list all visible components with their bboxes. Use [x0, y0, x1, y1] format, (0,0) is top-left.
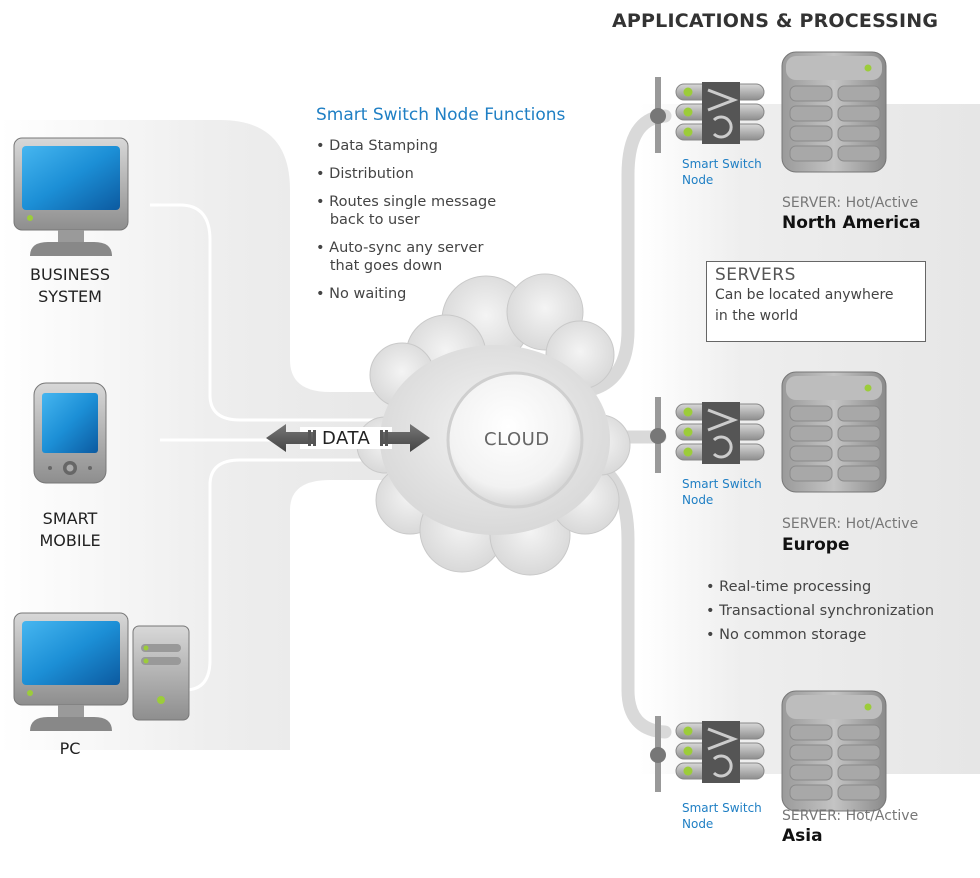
smart-switch-node-icon [650, 77, 765, 153]
client-label-smart-mobile: SMART MOBILE [39, 509, 101, 550]
node-function-item: • Distribution [316, 166, 414, 182]
cloud-core [446, 371, 584, 509]
server-status-europe: SERVER: Hot/Active [782, 516, 919, 532]
page-heading: APPLICATIONS & PROCESSING [612, 10, 939, 32]
feature-item: • Real-time processing [706, 579, 872, 595]
client-network-band [0, 120, 470, 750]
smart-switch-node-icon [650, 716, 765, 792]
node-label-asia: Smart Switch Node [682, 801, 762, 831]
node-function-item: • Routes single message back to user [316, 194, 497, 228]
servers-box-title: SERVERS [715, 265, 796, 285]
client-label-business-system: BUSINESS SYSTEM [30, 265, 110, 306]
node-functions-title: Smart Switch Node Functions [316, 105, 566, 125]
node-label-north-america: Smart Switch Node [682, 157, 762, 187]
node-function-item: • Auto-sync any server that goes down [316, 240, 484, 274]
servers-info-box: SERVERS Can be located anywhere in the w… [706, 261, 926, 342]
node-function-item: • Data Stamping [316, 138, 438, 154]
server-rack-icon-asia [781, 690, 887, 812]
data-label: DATA [322, 428, 371, 449]
smart-switch-node-icon [650, 397, 765, 473]
feature-item: • Transactional synchronization [706, 603, 935, 619]
feature-item: • No common storage [706, 627, 867, 643]
server-status-north-america: SERVER: Hot/Active [782, 195, 919, 211]
server-status-asia: SERVER: Hot/Active [782, 808, 919, 824]
client-label-pc: PC [59, 739, 81, 758]
server-rack-icon-europe [781, 371, 887, 493]
server-rack-icon-north-america [781, 51, 887, 173]
cloud-label: CLOUD [484, 429, 550, 450]
smartphone-icon [33, 382, 107, 484]
data-double-arrow-icon [266, 424, 430, 452]
server-region-europe: Europe [782, 535, 850, 555]
data-bar [300, 427, 392, 449]
node-function-item: • No waiting [316, 286, 407, 302]
desktop-monitor-icon [13, 137, 129, 256]
data-arrow-stripes [308, 430, 388, 446]
node-functions-list: • Data Stamping • Distribution • Routes … [316, 137, 496, 313]
server-region-north-america: North America [782, 213, 921, 233]
servers-box-text: Can be located anywhere in the world [715, 287, 894, 324]
pc-tower-icon [13, 612, 190, 731]
server-region-asia: Asia [782, 826, 823, 846]
node-label-europe: Smart Switch Node [682, 477, 762, 507]
features-list: • Real-time processing • Transactional s… [706, 575, 934, 647]
